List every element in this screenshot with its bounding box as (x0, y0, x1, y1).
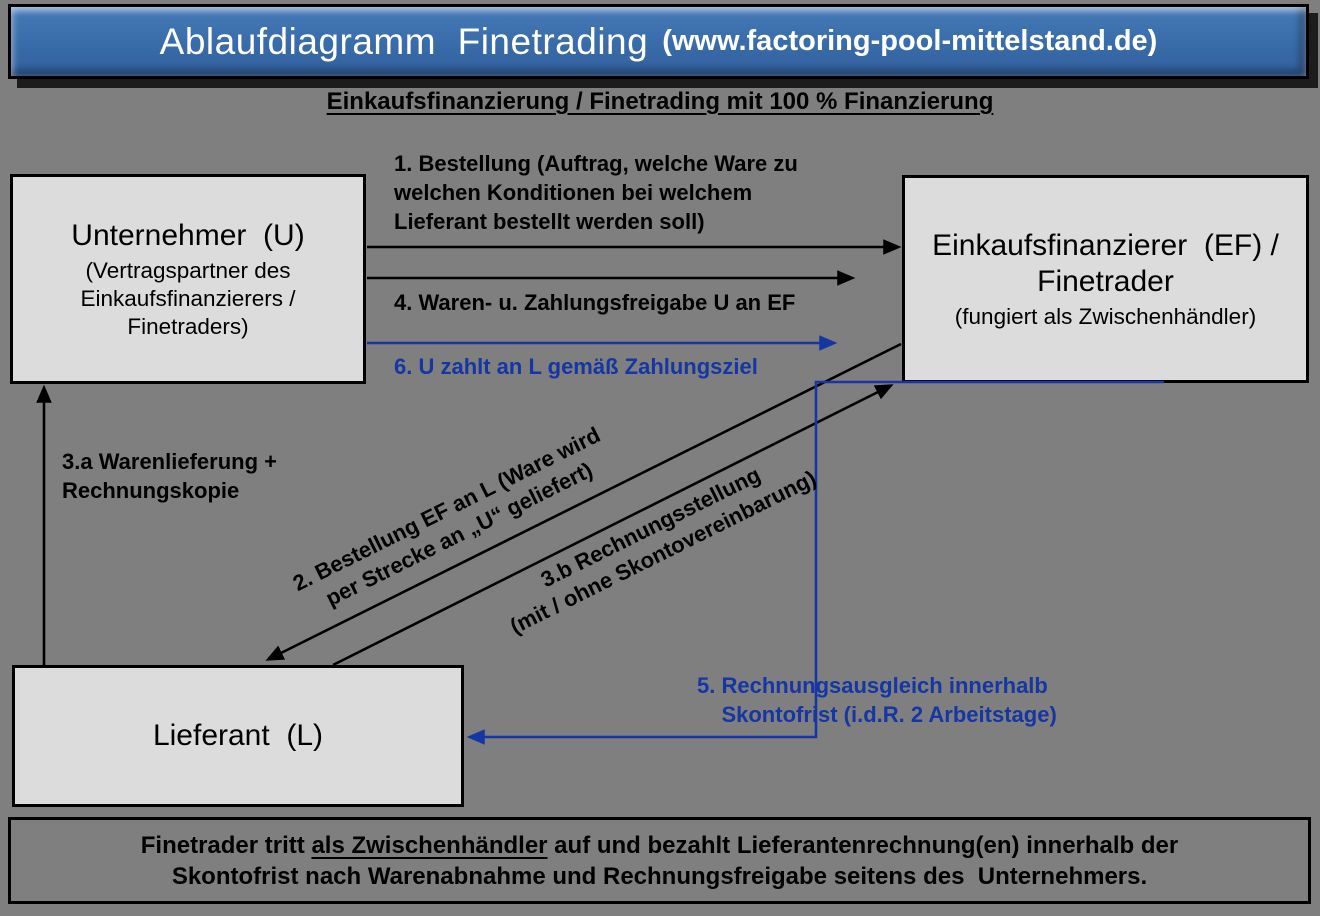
label-step3a: 3.a Warenlieferung + Rechnungskopie (62, 449, 277, 503)
footer-line1: Finetrader tritt als Zwischenhändler auf… (141, 830, 1178, 861)
footer-line1-prefix: Finetrader tritt (140, 831, 312, 859)
node-einkaufsfinanzierer: Einkaufsfinanzierer (EF) / Finetrader (f… (902, 175, 1309, 383)
arrow-step2 (265, 342, 902, 661)
node-unternehmer: Unternehmer (U) (Vertragspartner des Ein… (10, 174, 366, 384)
node-einkaufsfinanzierer-title: Einkaufsfinanzierer (EF) / Finetrader (932, 228, 1279, 298)
title-url: (www.factoring-pool-mittelstand.de) (662, 25, 1158, 57)
node-einkaufsfinanzierer-subtitle: (fungiert als Zwischenhändler) (954, 303, 1257, 329)
diagram-subtitle: Einkaufsfinanzierung / Finetrading mit 1… (326, 88, 994, 115)
footer-line2: Skontofrist nach Warenabnahme und Rechnu… (171, 862, 1148, 890)
footer-line1-underlined: als Zwischenhändler (311, 831, 548, 859)
footer-note-box: Finetrader tritt als Zwischenhändler auf… (8, 817, 1311, 904)
label-step5: 5. Rechnungsausgleich innerhalb Skontofr… (697, 673, 1057, 727)
label-step1: 1. Bestellung (Auftrag, welche Ware zu w… (394, 151, 798, 234)
arrow-step5 (466, 380, 1164, 745)
title-bar: Ablaufdiagramm Finetrading (www.factorin… (8, 4, 1309, 79)
node-unternehmer-title: Unternehmer (U) (71, 218, 305, 252)
node-lieferant-title: Lieferant (L) (152, 719, 324, 752)
node-unternehmer-subtitle: (Vertragspartner des Einkaufsfinanzierer… (80, 257, 296, 339)
page-title: Ablaufdiagramm Finetrading (159, 20, 649, 62)
footer-line1-suffix: auf und bezahlt Lieferantenrechnung(en) … (547, 831, 1179, 859)
label-step4: 4. Waren- u. Zahlungsfreigabe U an EF (394, 290, 796, 315)
arrow-step3b (332, 384, 894, 667)
node-lieferant: Lieferant (L) (12, 665, 464, 807)
label-step6: 6. U zahlt an L gemäß Zahlungsziel (394, 354, 758, 379)
